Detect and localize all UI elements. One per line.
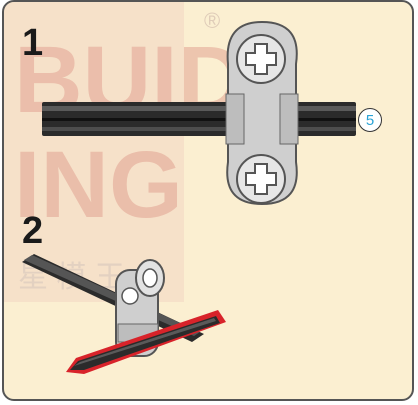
step-2-illustration <box>22 254 226 374</box>
quantity-callout: 5 <box>358 108 382 132</box>
axle-icon <box>42 102 356 136</box>
highlighted-axle-icon <box>66 310 226 374</box>
step-2-number: 2 <box>22 210 44 252</box>
step-1-number: 1 <box>22 22 44 64</box>
instruction-panel: BUID ING ® 星 模 王 1 2 <box>2 0 414 401</box>
step-1-illustration <box>42 20 356 206</box>
cross-axle-connector-icon <box>225 20 299 206</box>
